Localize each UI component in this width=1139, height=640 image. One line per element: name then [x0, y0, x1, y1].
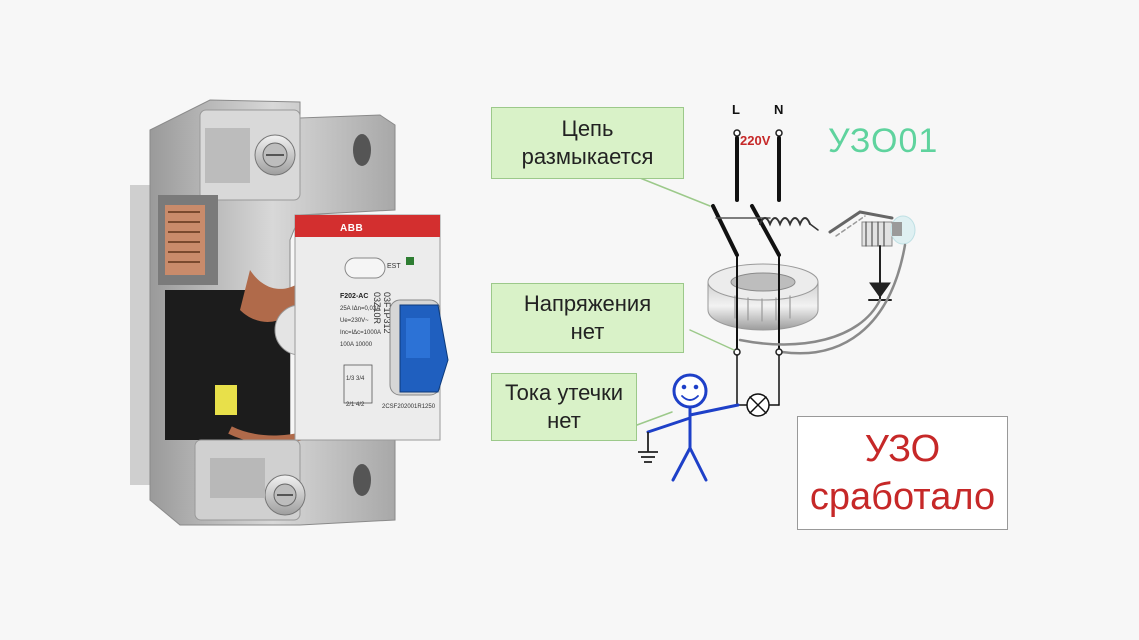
neutral-label: N	[774, 102, 784, 117]
terminal-mark-bottom: 2/1 4/2	[346, 402, 365, 408]
callout-leakage-line-1: Тока утечки	[504, 380, 624, 405]
callout-voltage-line-1: Напряжения	[523, 291, 652, 316]
serial-label: 2CSF202001R1250	[382, 404, 436, 410]
schematic	[636, 129, 916, 426]
brand-label: ABB	[340, 223, 363, 234]
callout-leakage-line-2: нет	[547, 408, 581, 433]
spec-line-3: Inc=IΔc=1000A	[340, 330, 381, 336]
spec-line-2: Ue=230V~	[340, 318, 369, 324]
callout-no-voltage: Напряжения нет	[491, 283, 684, 353]
side-print-2: 03F1P312	[382, 292, 392, 334]
callout-circuit-line-2: размыкается	[521, 144, 654, 169]
person-figure	[646, 373, 740, 482]
result-box: УЗО сработало	[797, 416, 1008, 530]
callout-circuit-line-1: Цепь	[561, 116, 614, 141]
device-id-label: УЗО01	[828, 122, 939, 160]
voltage-label: 220V	[740, 133, 771, 148]
rcd-device-photo: ABB EST F202-AC 25A IΔn=0,03A Ue=230V~ I…	[130, 99, 449, 526]
terminal-mark-top: 1/3 3/4	[346, 376, 365, 382]
side-print-1: 03Z10R	[372, 292, 382, 325]
callout-no-leakage: Тока утечки нет	[491, 373, 637, 441]
result-line-2: сработало	[809, 476, 996, 518]
result-line-1: УЗО	[864, 428, 941, 470]
callout-circuit-opens: Цепь размыкается	[491, 107, 684, 179]
model-label: F202-AC	[340, 293, 368, 300]
test-button-label: EST	[387, 263, 401, 270]
ground-symbol	[638, 432, 658, 463]
spec-line-4: 100A 10000	[340, 342, 373, 348]
phase-label: L	[732, 102, 740, 117]
callout-voltage-line-2: нет	[570, 319, 605, 344]
spec-line-1: 25A IΔn=0,03A	[340, 306, 380, 312]
